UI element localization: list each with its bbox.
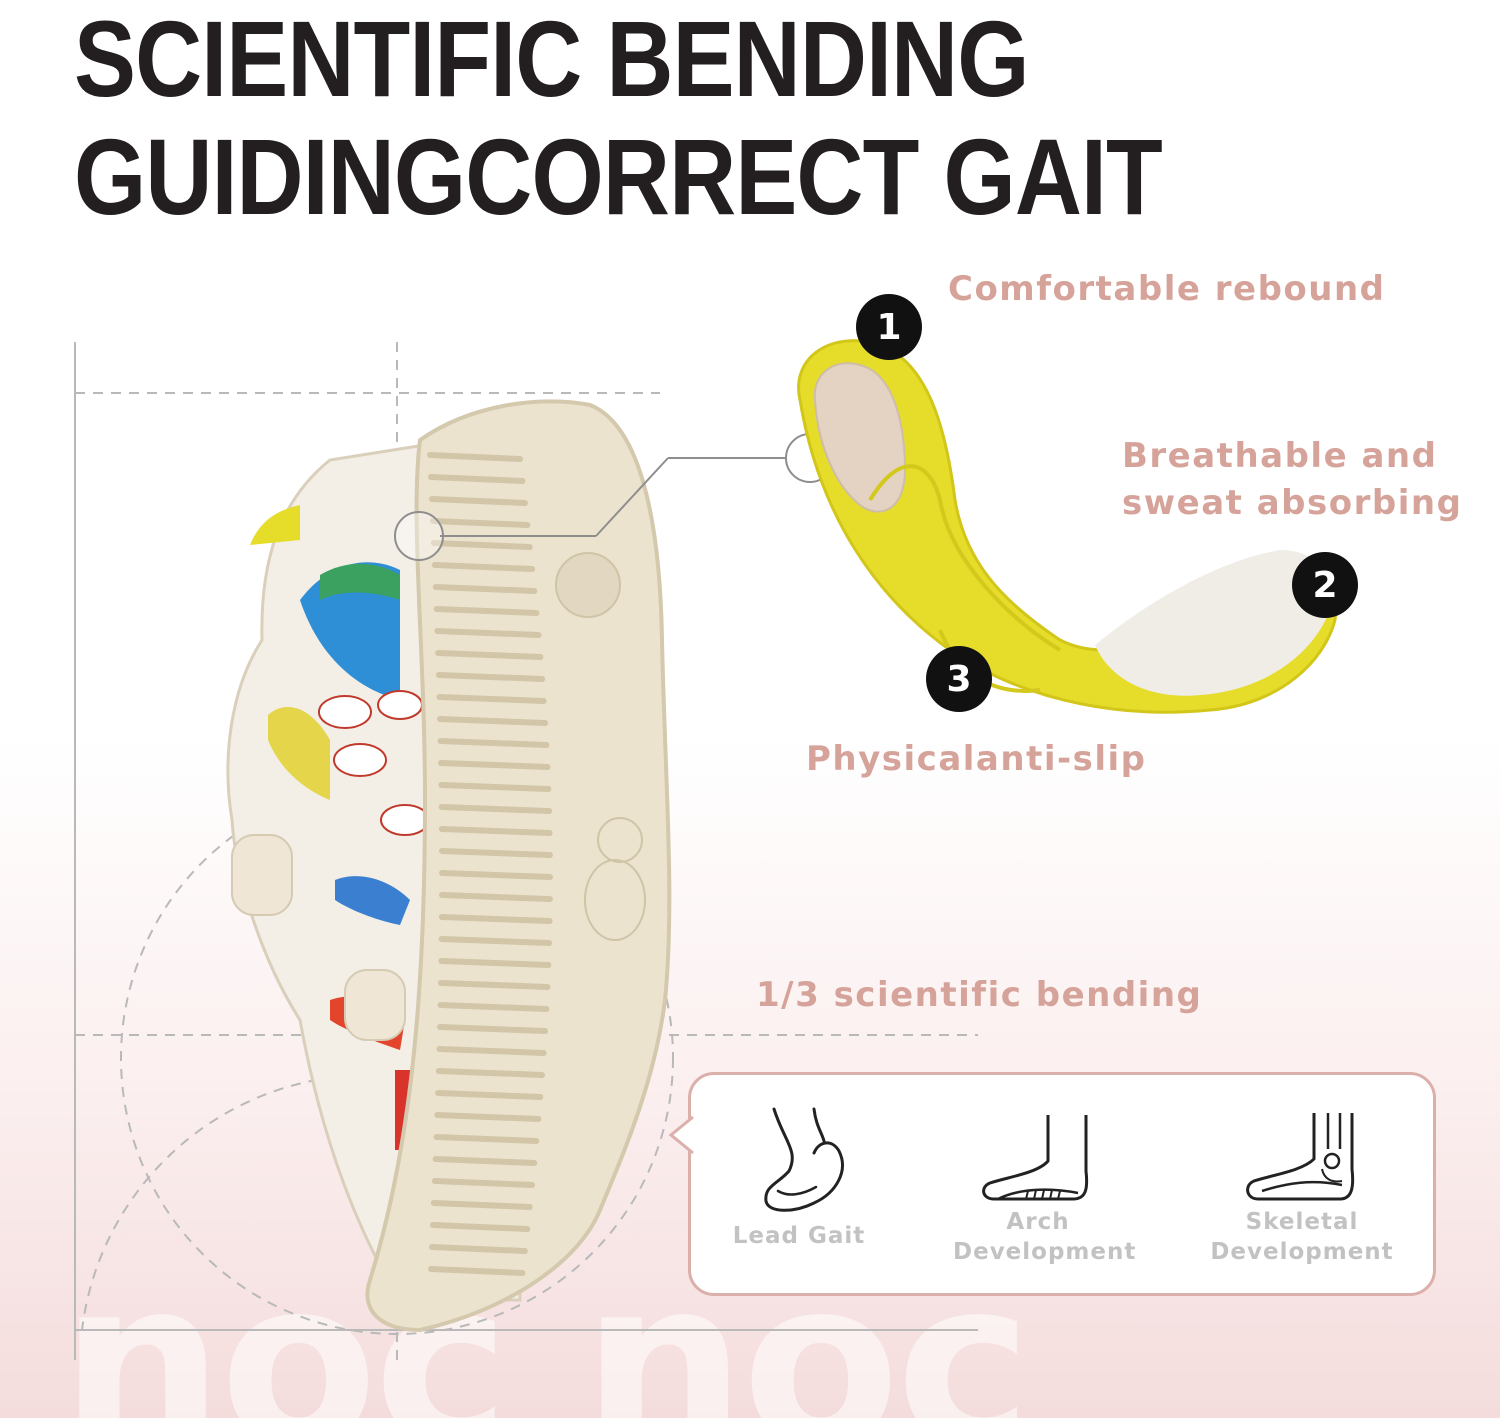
- feature-badge-1: 1: [856, 294, 922, 360]
- outsole-tread: [429, 518, 531, 528]
- outsole-tread: [436, 694, 547, 704]
- outsole-tread: [437, 980, 551, 990]
- outsole-tread: [438, 826, 553, 836]
- outsole-tread: [430, 1200, 533, 1210]
- outsole-tread: [435, 1090, 544, 1100]
- feature-label-breathable-line1: Breathable and: [1122, 436, 1438, 476]
- benefit-label-skeletal-line1: Skeletal: [1245, 1209, 1359, 1235]
- outsole-tread: [438, 892, 553, 902]
- feature-label-breathable-line2: sweat absorbing: [1122, 483, 1463, 523]
- bending-label: 1/3 scientific bending: [756, 975, 1203, 1015]
- outsole-tread: [433, 606, 540, 616]
- benefit-arch-development: Arch Development: [953, 1111, 1137, 1267]
- title-line-2: GUIDINGCORRECT GAIT: [74, 116, 1163, 237]
- outsole-tread: [428, 1244, 528, 1254]
- foot-arch-icon: [982, 1115, 1089, 1201]
- outsole-tread: [435, 650, 544, 660]
- benefit-label-arch-line2: Development: [953, 1239, 1137, 1265]
- outsole-tread: [437, 1002, 550, 1012]
- outsole-tread: [437, 760, 551, 770]
- benefit-label-arch-line1: Arch: [1006, 1209, 1070, 1235]
- outsole-tread: [428, 496, 528, 506]
- outsole-tread: [429, 1222, 531, 1232]
- outsole-tread: [438, 804, 553, 814]
- benefit-skeletal-development: Skeletal Development: [1207, 1109, 1397, 1267]
- outsole-tread: [435, 1068, 546, 1078]
- insole: [797, 339, 1337, 714]
- outsole-tread: [437, 738, 550, 748]
- title-line-1: SCIENTIFIC BENDING: [74, 0, 1030, 119]
- feature-badge-2: 2: [1292, 552, 1358, 618]
- outsole-tread: [435, 672, 546, 682]
- foot-skeleton-icon: [1246, 1113, 1355, 1201]
- outsole-tread: [434, 628, 542, 638]
- outsole-tread: [436, 1046, 547, 1056]
- outsole-tread: [431, 1178, 535, 1188]
- benefits-panel: Lead Gait Arch Development Skeletal Deve…: [668, 1072, 1436, 1296]
- outsole-tread: [438, 936, 553, 946]
- outsole-tread: [432, 1156, 538, 1166]
- outsole-tread: [438, 782, 552, 792]
- outsole-tread: [438, 914, 553, 924]
- page-title: SCIENTIFIC BENDING GUIDINGCORRECT GAIT: [74, 0, 1163, 237]
- feature-label-anti-slip: Physicalanti-slip: [806, 739, 1147, 779]
- outsole-tread: [434, 1112, 542, 1122]
- outsole-tread: [438, 958, 552, 968]
- outsole-tread: [427, 452, 523, 462]
- feature-label-comfortable-rebound: Comfortable rebound: [948, 269, 1386, 309]
- outsole-tread: [432, 584, 538, 594]
- outsole-tread: [437, 1024, 549, 1034]
- benefit-lead-gait: Lead Gait: [719, 1101, 879, 1251]
- benefit-label-lead-gait: Lead Gait: [732, 1223, 866, 1249]
- foot-gait-icon: [764, 1107, 844, 1212]
- outsole-tread: [431, 562, 536, 572]
- outsole-tread: [438, 870, 553, 880]
- shoe-outsole: [365, 399, 672, 1333]
- outsole-tread: [433, 1134, 540, 1144]
- outsole-tread: [427, 474, 526, 484]
- outsole-tread: [437, 716, 549, 726]
- panel-pointer: [668, 1115, 694, 1155]
- outsole-tread: [438, 848, 553, 858]
- outsole-tread: [430, 540, 533, 550]
- feature-badge-3: 3: [926, 646, 992, 712]
- outsole-tread: [427, 1266, 526, 1276]
- benefit-label-skeletal-line2: Development: [1210, 1239, 1394, 1265]
